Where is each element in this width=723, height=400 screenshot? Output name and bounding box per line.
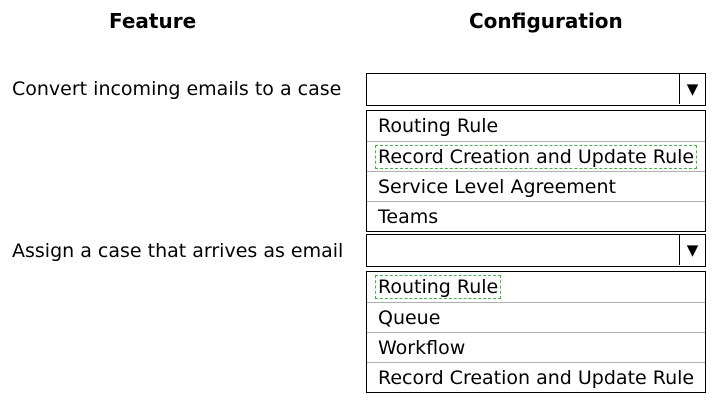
configuration-column-header: Configuration — [469, 9, 623, 33]
option-label: Record Creation and Update Rule — [375, 145, 698, 169]
feature-label-assign-case: Assign a case that arrives as email — [12, 240, 344, 262]
option-routing-rule[interactable]: Routing Rule — [367, 111, 705, 141]
option-service-level-agreement[interactable]: Service Level Agreement — [367, 171, 705, 201]
dropdown-option-list: Routing Rule Record Creation and Update … — [366, 110, 706, 232]
option-routing-rule[interactable]: Routing Rule — [367, 272, 705, 302]
configuration-dropdown-convert-emails: ▼ Routing Rule Record Creation and Updat… — [366, 73, 706, 232]
option-label: Teams — [378, 206, 439, 228]
feature-label-convert-emails: Convert incoming emails to a case — [12, 78, 342, 100]
option-label: Workflow — [378, 337, 466, 359]
option-label: Record Creation and Update Rule — [378, 367, 695, 389]
option-label: Queue — [378, 307, 441, 329]
option-teams[interactable]: Teams — [367, 201, 705, 231]
dropdown-select-box[interactable]: ▼ — [366, 73, 706, 106]
triangle-down-icon[interactable]: ▼ — [679, 235, 705, 265]
option-record-creation-update-rule[interactable]: Record Creation and Update Rule — [367, 362, 705, 392]
option-label: Service Level Agreement — [378, 176, 616, 198]
option-record-creation-update-rule[interactable]: Record Creation and Update Rule — [367, 141, 705, 171]
option-workflow[interactable]: Workflow — [367, 332, 705, 362]
feature-column-header: Feature — [109, 9, 197, 33]
option-label: Routing Rule — [375, 275, 502, 299]
dropdown-option-list: Routing Rule Queue Workflow Record Creat… — [366, 271, 706, 393]
triangle-down-icon[interactable]: ▼ — [679, 74, 705, 104]
dropdown-select-box[interactable]: ▼ — [366, 234, 706, 267]
option-label: Routing Rule — [378, 115, 499, 137]
option-queue[interactable]: Queue — [367, 302, 705, 332]
configuration-dropdown-assign-case: ▼ Routing Rule Queue Workflow Record Cre… — [366, 234, 706, 393]
